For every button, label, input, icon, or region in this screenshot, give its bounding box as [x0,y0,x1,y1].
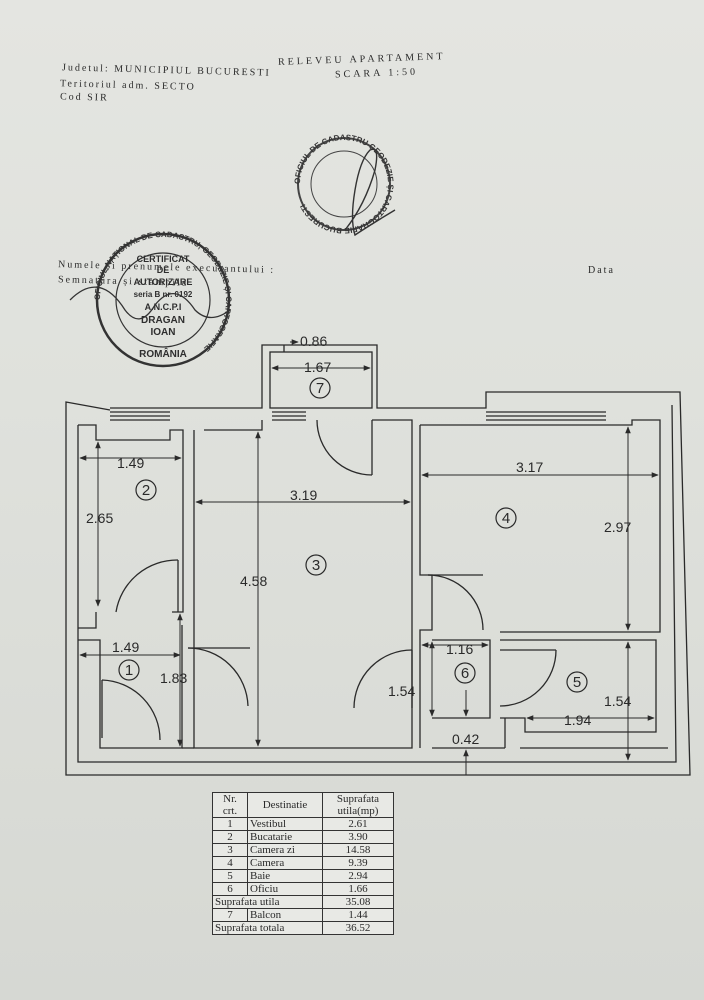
cell-destinatie: Camera [247,856,323,870]
dim-room4-height: 2.97 [604,519,631,535]
room-6-number: 6 [461,665,469,682]
room-7-number: 7 [316,380,324,397]
doors [101,419,557,741]
cell-suprafata: 3.90 [322,830,394,844]
dim-room1-height: 1.83 [160,670,187,686]
area-table: Nr. crt. Destinatie Suprafata utila(mp) … [212,792,394,935]
table-row: 1 Vestibul 2.61 [212,817,394,831]
cell-nr: 1 [212,817,248,831]
header-suprafata: Suprafata utila(mp) [322,792,394,818]
table-row: 7 Balcon 1.44 [212,908,394,922]
cell-nr: 7 [212,908,248,922]
stamp-line-2: DE [157,265,170,275]
cell-nr: 3 [212,843,248,857]
total-area-value: 36.52 [322,921,394,935]
dim-room6-step: 0.42 [452,731,479,747]
total-area-row: Suprafata totala 36.52 [212,921,394,935]
dim-room5-width: 1.94 [564,712,591,728]
cell-destinatie: Balcon [247,908,323,922]
cell-destinatie: Camera zi [247,843,323,857]
room-2-number: 2 [142,482,150,499]
stamp-line-4: seria B nr. 0192 [134,290,193,299]
table-row: 3 Camera zi 14.58 [212,843,394,857]
cell-suprafata: 1.66 [322,882,394,896]
stamp-line-3: AUTORIZARE [134,277,193,287]
cell-suprafata: 2.94 [322,869,394,883]
table-row: 4 Camera 9.39 [212,856,394,870]
dim-room2-height: 2.65 [86,510,113,526]
total-area-label: Suprafata totala [212,921,323,935]
dim-room5-height: 1.54 [604,693,631,709]
cell-nr: 6 [212,882,248,896]
dim-room1-width: 1.49 [112,639,139,655]
dim-room3-height: 4.58 [240,573,267,589]
dim-room4-width: 3.17 [516,459,543,475]
table-header-row: Nr. crt. Destinatie Suprafata utila(mp) [212,792,394,818]
cell-suprafata: 2.61 [322,817,394,831]
room-number-circles [118,377,588,693]
dim-room6-width: 1.16 [446,641,473,657]
date-label: Data [588,265,615,276]
dim-room3-width: 3.19 [290,487,317,503]
cell-nr: 4 [212,856,248,870]
room-4-number: 4 [502,510,510,527]
cell-suprafata: 14.58 [322,843,394,857]
room-5-number: 5 [573,674,581,691]
table-row: 2 Bucatarie 3.90 [212,830,394,844]
cell-suprafata: 1.44 [322,908,394,922]
stamp-line-5: A.N.C.P.I [145,302,182,312]
util-area-label: Suprafata utila [212,895,323,909]
cell-nr: 5 [212,869,248,883]
cell-destinatie: Baie [247,869,323,883]
cell-suprafata: 9.39 [322,856,394,870]
cell-destinatie: Bucatarie [247,830,323,844]
room-1-number: 1 [125,662,133,679]
room-3-number: 3 [312,557,320,574]
stamp-line-6: DRAGAN [141,315,185,326]
cell-nr: 2 [212,830,248,844]
dim-room6-height: 1.54 [388,683,415,699]
util-area-row: Suprafata utila 35.08 [212,895,394,909]
stamp-bottom-text: ROMÂNIA [139,347,187,360]
dim-room2-width: 1.49 [117,455,144,471]
header-nr: Nr. crt. [212,792,248,818]
cell-destinatie: Vestibul [247,817,323,831]
dimension-lines [79,339,659,775]
dim-balcony-width: 1.67 [304,359,331,375]
authorization-stamp: OFICIUL NAȚIONAL DE CADASTRU, GEODEZIE Ș… [69,230,233,368]
table-row: 5 Baie 2.94 [212,869,394,883]
walls [65,344,691,776]
cell-destinatie: Oficiu [247,882,323,896]
util-area-value: 35.08 [322,895,394,909]
header-destinatie: Destinatie [247,792,323,818]
table-row: 6 Oficiu 1.66 [212,882,394,896]
stamp-line-7: IOAN [151,327,176,338]
cadastre-stamp-top: OFICIUL DE CADASTRU GEODEZIE ȘI CARTOGRA… [293,133,396,237]
dim-balcony-depth: 0.86 [300,333,327,349]
stamp-line-1: CERTIFICAT [137,254,190,264]
